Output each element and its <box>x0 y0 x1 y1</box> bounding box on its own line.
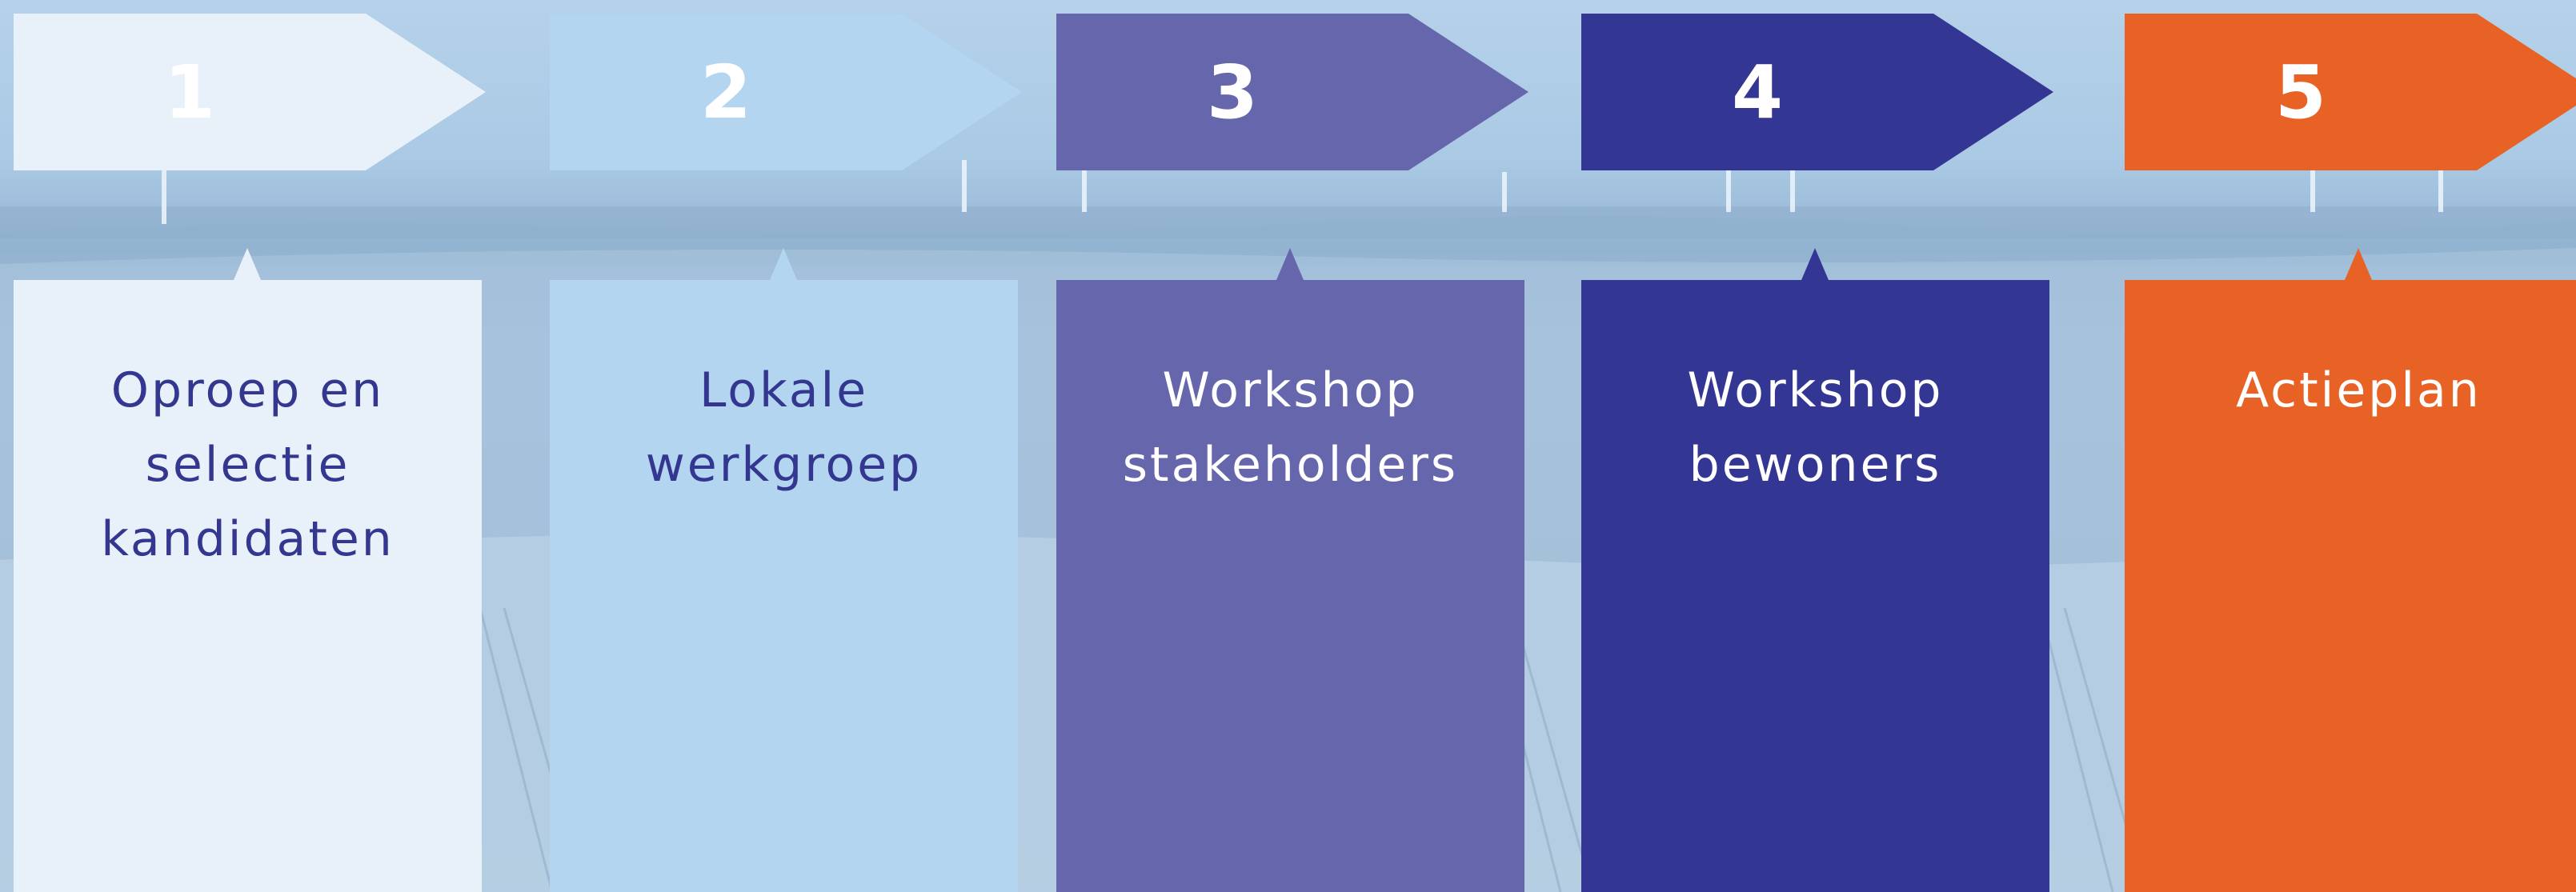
step-5-number: 5 <box>2274 49 2326 135</box>
step-1-number: 1 <box>163 49 215 135</box>
step-4-label: Workshop bewoners <box>1687 362 1944 493</box>
step-4-arrow: 4 <box>1581 14 2053 170</box>
step-3-card: Workshop stakeholders <box>1056 248 1524 892</box>
step-5-label: Actieplan <box>2236 362 2482 418</box>
step-3-label: Workshop stakeholders <box>1122 362 1459 493</box>
step-1-arrow-shape <box>14 14 486 170</box>
step-2-card-shape <box>550 248 1018 892</box>
step-2-arrow: 2 <box>550 14 1022 170</box>
step-3-arrow: 3 <box>1056 14 1528 170</box>
step-2-card: Lokale werkgroep <box>550 248 1018 892</box>
step-5-arrow: 5 <box>2125 14 2576 170</box>
step-4-arrow-shape <box>1581 14 2053 170</box>
step-4-number: 4 <box>1731 49 1783 135</box>
step-1-label: Oproep en selectie kandidaten <box>101 362 395 567</box>
step-1-arrow: 1 <box>14 14 486 170</box>
step-1-card-shape <box>14 248 482 892</box>
step-3-arrow-shape <box>1056 14 1528 170</box>
step-5-arrow-shape <box>2125 14 2576 170</box>
step-1-card: Oproep en selectie kandidaten <box>14 248 482 892</box>
step-5-card: Actieplan <box>2125 248 2576 892</box>
step-5-card-shape <box>2125 248 2576 892</box>
step-2-number: 2 <box>699 49 751 135</box>
step-3-card-shape <box>1056 248 1524 892</box>
step-2-arrow-shape <box>550 14 1022 170</box>
step-4-card: Workshop bewoners <box>1581 248 2049 892</box>
step-4-card-shape <box>1581 248 2049 892</box>
step-3-number: 3 <box>1206 49 1258 135</box>
step-2-label: Lokale werkgroep <box>645 362 923 493</box>
